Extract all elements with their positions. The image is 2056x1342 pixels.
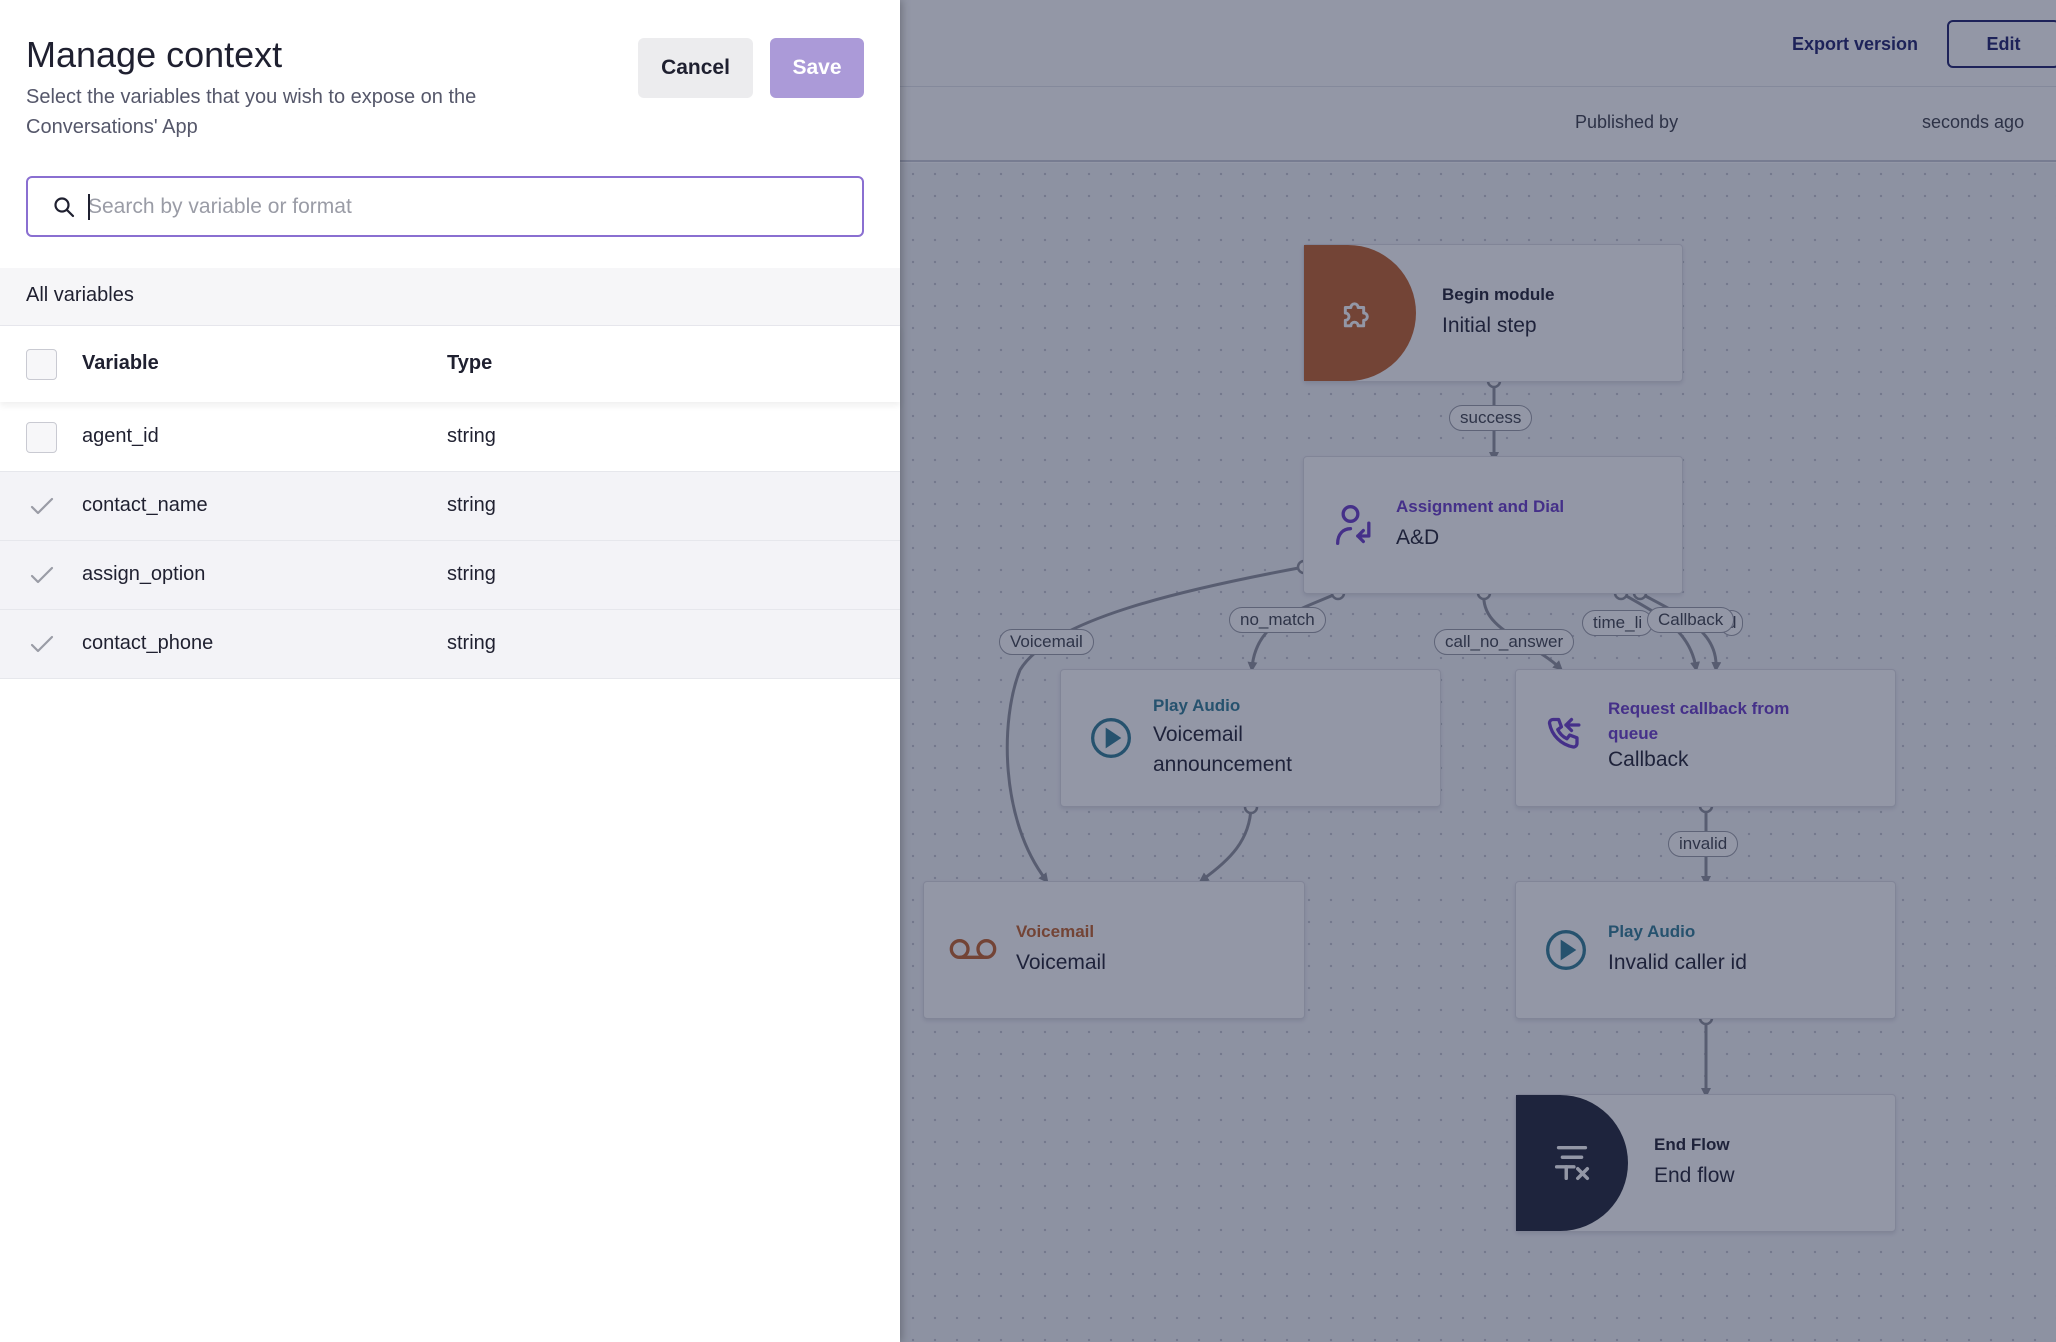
- edit-button[interactable]: Edit: [1947, 20, 2056, 68]
- search-input[interactable]: [88, 186, 848, 227]
- node-name: A&D: [1396, 526, 1440, 549]
- variable-name: assign_option: [82, 563, 206, 585]
- variable-type: string: [447, 494, 496, 516]
- node-play-audio-invalid[interactable]: Play Audio Invalid caller id: [1515, 881, 1896, 1019]
- cancel-button[interactable]: Cancel: [638, 38, 753, 98]
- search-icon: [54, 197, 75, 218]
- node-name: Initial step: [1442, 314, 1537, 337]
- edge-label-time-limit: time_li: [1582, 610, 1654, 636]
- column-header-type: Type: [447, 352, 493, 374]
- node-type: Play Audio: [1608, 922, 1696, 941]
- column-header-variable: Variable: [82, 352, 159, 374]
- table-row[interactable]: contact_name string: [0, 472, 900, 541]
- node-voicemail[interactable]: Voicemail Voicemail: [923, 881, 1305, 1019]
- drawer-title: Manage context: [26, 34, 283, 75]
- checkmark-icon[interactable]: [30, 634, 54, 654]
- table-row[interactable]: assign_option string: [0, 541, 900, 610]
- node-name: Voicemail: [1016, 951, 1106, 974]
- node-name: Voicemail announcement: [1153, 723, 1292, 776]
- save-button[interactable]: Save: [770, 38, 864, 98]
- search-field[interactable]: [26, 176, 864, 237]
- edge-label-voicemail: Voicemail: [999, 629, 1094, 655]
- manage-context-drawer: Manage context Select the variables that…: [0, 0, 900, 1342]
- edge-voicemail: [1005, 565, 1305, 884]
- published-time: seconds ago: [1922, 112, 2025, 132]
- node-type: Assignment and Dial: [1396, 497, 1565, 516]
- play-icon: [1091, 718, 1131, 758]
- node-type: Request callback from queue: [1608, 699, 1790, 743]
- checkmark-icon[interactable]: [30, 496, 54, 516]
- edge-label-success: success: [1449, 405, 1533, 431]
- node-type: End Flow: [1654, 1135, 1730, 1154]
- node-name: Callback: [1608, 748, 1689, 771]
- phone-callback-icon: [1547, 717, 1581, 749]
- play-icon: [1546, 930, 1586, 970]
- variable-type: string: [447, 632, 496, 654]
- all-variables-section: All variables: [0, 268, 900, 326]
- node-end-flow[interactable]: End Flow End flow: [1515, 1094, 1896, 1232]
- table-row[interactable]: contact_phone string: [0, 610, 900, 679]
- variable-name: contact_phone: [82, 632, 214, 654]
- node-type: Voicemail: [1016, 922, 1095, 941]
- table-row[interactable]: agent_id string: [0, 403, 900, 472]
- section-label: All variables: [26, 284, 134, 306]
- row-checkbox[interactable]: [26, 422, 57, 453]
- edge-label-callback: Callback: [1647, 607, 1735, 633]
- node-type: Play Audio: [1153, 696, 1241, 715]
- node-begin-module[interactable]: Begin module Initial step: [1303, 244, 1683, 382]
- edge-label-invalid: invalid: [1668, 831, 1739, 857]
- node-name: End flow: [1654, 1164, 1735, 1187]
- edge-label-no-match: no_match: [1229, 607, 1326, 633]
- checkmark-icon[interactable]: [30, 565, 54, 585]
- text-caret: [88, 194, 90, 220]
- end-flow-icon: [1516, 1095, 1628, 1231]
- node-name: Invalid caller id: [1608, 951, 1747, 974]
- variables-table-header: Variable Type: [0, 326, 900, 402]
- select-all-checkbox[interactable]: [26, 349, 57, 380]
- published-by-label: Published by: [1575, 112, 1679, 132]
- export-version-button[interactable]: Export version: [1780, 22, 1930, 66]
- edge-label-call-no-answer: call_no_answer: [1434, 629, 1575, 655]
- variable-name: contact_name: [82, 494, 208, 516]
- node-assignment-dial[interactable]: Assignment and Dial A&D: [1303, 456, 1683, 594]
- node-type: Begin module: [1442, 285, 1555, 304]
- assignment-dial-icon: [1336, 505, 1371, 545]
- variable-name: agent_id: [82, 425, 159, 447]
- node-play-audio-voicemail[interactable]: Play Audio Voicemail announcement: [1060, 669, 1441, 807]
- node-request-callback[interactable]: Request callback from queue Callback: [1515, 669, 1896, 807]
- drawer-description: Select the variables that you wish to ex…: [26, 86, 477, 138]
- edge-play-to-voicemail: [1198, 806, 1253, 883]
- variable-type: string: [447, 425, 496, 447]
- voicemail-icon: [949, 939, 997, 959]
- variable-type: string: [447, 563, 496, 585]
- puzzle-icon: [1304, 245, 1416, 381]
